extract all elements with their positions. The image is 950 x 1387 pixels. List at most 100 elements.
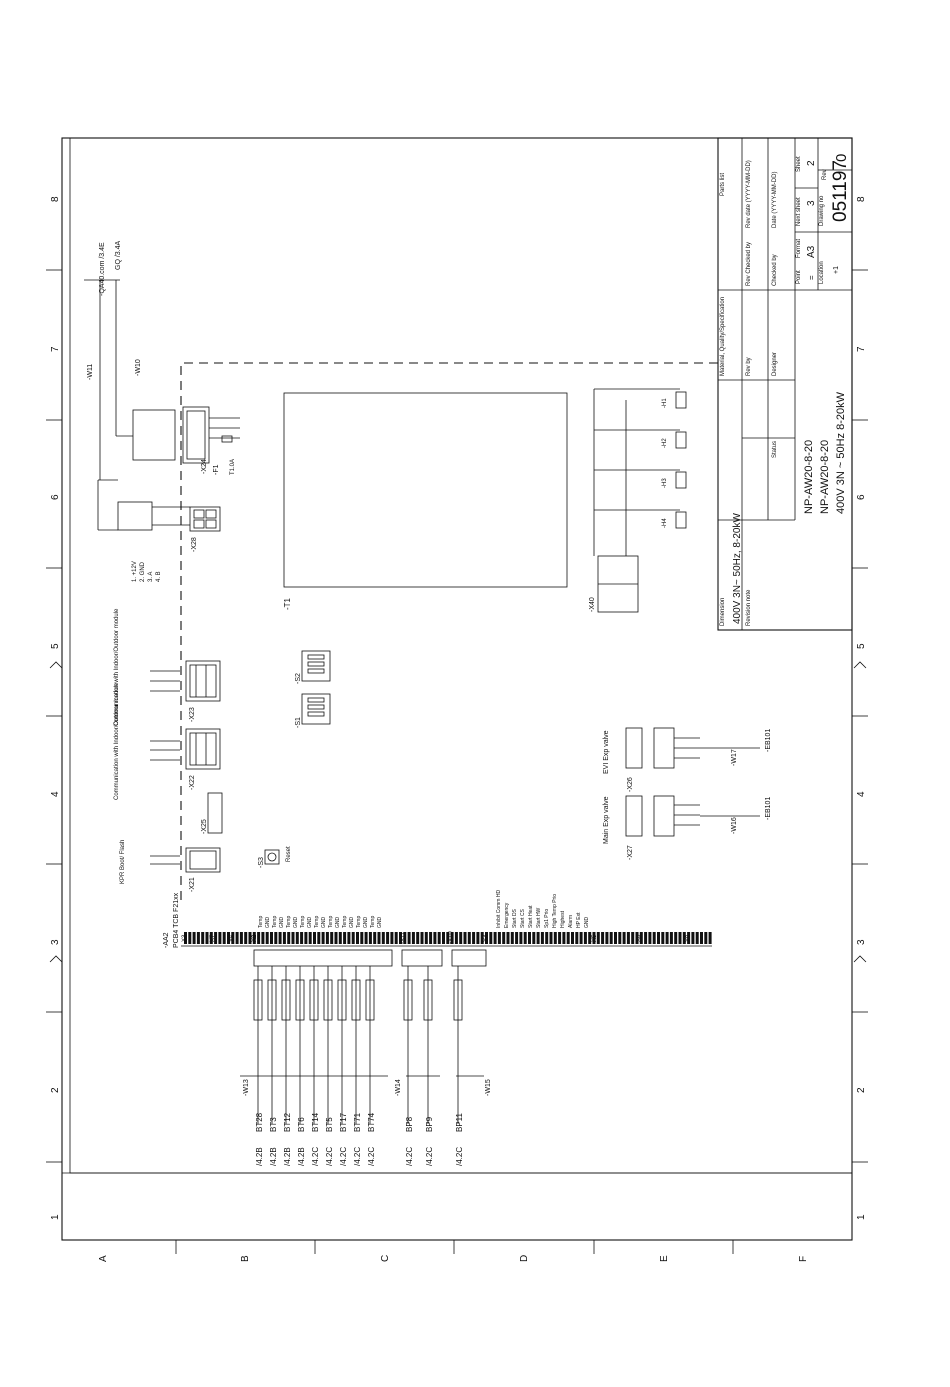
wire-marker xyxy=(253,979,263,1021)
terminal-pin xyxy=(700,932,703,944)
grid-number: 4 xyxy=(50,791,61,797)
wire-marker xyxy=(323,979,333,1021)
sensor-name: BT71 xyxy=(353,1112,362,1132)
terminal-pin xyxy=(558,932,562,944)
fuse-rating: T1.0A xyxy=(230,459,236,475)
terminal-pin xyxy=(609,932,613,944)
wire-marker xyxy=(309,979,319,1021)
terminal-pin xyxy=(614,932,617,944)
terminal-pin xyxy=(282,932,286,944)
board-ref: -AA2 xyxy=(163,932,170,948)
grid-number: 1 xyxy=(50,1214,61,1220)
grid-number: 3 xyxy=(856,939,867,945)
drawing-number: 051197 xyxy=(830,160,851,222)
terminal-pin xyxy=(639,932,643,944)
terminal-pin xyxy=(575,932,579,944)
terminal-pin xyxy=(502,932,506,944)
terminal-pin xyxy=(515,932,519,944)
svg-text:-H4: -H4 xyxy=(662,518,668,528)
terminal-pin xyxy=(437,932,441,944)
s2-label: -S2 xyxy=(295,673,302,684)
terminal-pin xyxy=(644,932,648,944)
terminal-pin xyxy=(480,932,484,944)
sensor-name: BP11 xyxy=(455,1112,464,1132)
centre-marks xyxy=(49,661,867,963)
qa40-ref: -QA40.com /3.4E xyxy=(99,242,106,296)
terminal-pin xyxy=(459,932,463,944)
dip-switch-s2: -S2 xyxy=(295,650,331,684)
connector-x21: -X21 KPR Boot/ Flash xyxy=(120,840,221,892)
grid-number: 5 xyxy=(856,643,867,649)
terminal-pin xyxy=(704,932,708,944)
wire-marker xyxy=(295,979,305,1021)
transformer-t1 xyxy=(283,392,568,588)
terminal-pin xyxy=(381,932,385,944)
terminal-pin xyxy=(192,932,196,944)
product-line-1: NP-AW20-8-20 xyxy=(803,440,815,514)
sensor-ref: /4.2C xyxy=(455,1147,464,1166)
x27-label: -X27 xyxy=(627,845,634,860)
terminal-pin xyxy=(583,932,587,944)
location-value: +1 xyxy=(833,266,840,274)
terminal-block-x10 xyxy=(451,949,487,967)
terminal-pin xyxy=(657,932,660,944)
comm2-label: Communication with Indoor/Outdoor module xyxy=(114,608,120,726)
evi-exp-valve: -X26 EVI Exp valve -W17 -EB101 xyxy=(603,727,772,792)
terminal-strip xyxy=(184,932,712,944)
sensor-name: BT74 xyxy=(367,1112,376,1132)
terminal-pin xyxy=(291,932,295,944)
sensor-ref: /4.2C xyxy=(339,1147,348,1166)
terminal-pin xyxy=(562,932,566,944)
terminal-pin xyxy=(510,932,514,944)
terminal-pin xyxy=(270,932,273,944)
terminal-pin xyxy=(669,932,673,944)
terminal-pin xyxy=(463,932,467,944)
terminal-pin xyxy=(523,932,527,944)
w15-label: -W15 xyxy=(485,1079,492,1096)
dimension-value: 400V 3N~ 50Hz, 8-20kW xyxy=(732,513,743,624)
terminal-label: Temp xyxy=(314,916,320,928)
svg-text:-X7: -X7 xyxy=(210,934,216,944)
svg-text:-H3: -H3 xyxy=(662,478,668,488)
product-line-2: NP-AW20-8-20 xyxy=(819,440,831,514)
terminal-pin xyxy=(386,932,390,944)
signal-label: Start Heat xyxy=(528,905,534,928)
x23-label: -X23 xyxy=(189,707,196,722)
terminal-pin xyxy=(209,932,213,944)
terminal-pin xyxy=(682,932,686,944)
terminal-pin xyxy=(472,932,476,944)
rev-by-label: Rev by xyxy=(746,357,752,376)
connector-x24: -X24 -F1 T1.0A xyxy=(132,406,240,475)
terminal-label: Temp xyxy=(342,916,348,928)
kpr-label: KPR Boot/ Flash xyxy=(120,840,126,884)
signal-label: GND xyxy=(584,917,590,929)
sensor-ref: /4.2C xyxy=(325,1147,334,1166)
terminal-pin xyxy=(394,932,398,944)
sensor-name: BT28 xyxy=(255,1112,264,1132)
ebv-label-2: -EB101 xyxy=(765,729,772,752)
w16-label: -W16 xyxy=(731,817,738,834)
terminal-pin xyxy=(257,932,261,944)
terminal-block-x11 xyxy=(401,949,443,967)
terminal-pin xyxy=(184,932,187,944)
terminal-pin xyxy=(661,932,665,944)
svg-text:-X4: -X4 xyxy=(484,934,490,944)
terminal-label: GND xyxy=(377,917,383,929)
connector-x28: -X28 xyxy=(97,479,221,552)
sensor-ref: /4.2B xyxy=(283,1147,292,1166)
svg-text:-X5: -X5 xyxy=(592,934,598,944)
grid-number: 8 xyxy=(50,196,61,202)
location-label: Location xyxy=(819,261,825,284)
terminal-pin xyxy=(631,932,635,944)
terminal-pin xyxy=(390,932,394,944)
terminal-pin xyxy=(188,932,192,944)
wire-marker xyxy=(403,979,413,1021)
parts-list-label: Parts list xyxy=(720,173,726,196)
x40-label: -X40 xyxy=(589,597,596,612)
grid-letters: A B C D E F xyxy=(98,1240,809,1262)
terminal-pin xyxy=(678,932,682,944)
terminal-pin xyxy=(549,932,553,944)
title-block: 051197 0 Rev Sheet 2 Next sheet 3 Format… xyxy=(717,137,853,631)
terminal-pin xyxy=(244,932,248,944)
